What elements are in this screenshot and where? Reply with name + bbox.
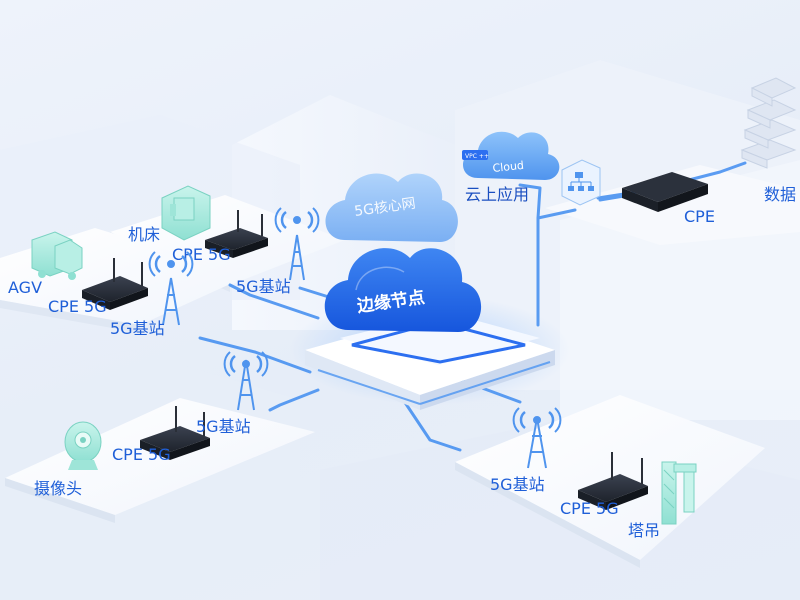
site-machine-tool: 机床 CPE 5G 5G基站	[128, 185, 320, 296]
network-links	[198, 161, 747, 452]
camera-base-station	[223, 351, 269, 411]
agv-cpe-device	[82, 258, 148, 310]
edge-node-cloud: 边缘节点	[324, 248, 482, 332]
machine-tool-icon	[161, 185, 211, 241]
agv-icon	[31, 231, 83, 280]
agv-base-station	[148, 251, 194, 326]
machine-device-label: 机床	[128, 225, 160, 244]
crane-base-station	[512, 407, 562, 469]
crane-cpe-label: CPE 5G	[560, 499, 619, 518]
public-cloud: VPC ++ Cloud 云上应用	[462, 131, 560, 204]
machine-bs-label: 5G基站	[236, 277, 291, 296]
core-network-cloud: 5G核心网	[325, 173, 458, 242]
app-hierarchy-icon	[561, 159, 601, 206]
agv-device-label: AGV	[8, 278, 42, 297]
camera-cpe-device	[140, 406, 210, 460]
crane-cpe-device	[578, 452, 648, 510]
crane-device-label: 塔吊	[628, 521, 660, 540]
cloud-label: Cloud	[492, 159, 525, 175]
machine-cpe-label: CPE 5G	[172, 245, 231, 264]
camera-bs-label: 5G基站	[196, 417, 251, 436]
site-crane: 5G基站 CPE 5G 塔吊	[490, 407, 697, 540]
vpc-badge	[462, 150, 488, 160]
data-label: 数据	[764, 185, 796, 204]
agv-cpe-label: CPE 5G	[48, 297, 107, 316]
site-agv: AGV CPE 5G 5G基站	[8, 231, 194, 338]
camera-cpe-label: CPE 5G	[112, 445, 171, 464]
machine-cpe-device	[205, 210, 268, 258]
data-server-stack: 数据	[740, 77, 797, 204]
cpe-top: CPE	[622, 172, 715, 226]
machine-base-station	[274, 207, 320, 281]
crane-bs-label: 5G基站	[490, 475, 545, 494]
vpc-badge-text: VPC ++	[465, 153, 489, 160]
camera-icon	[64, 421, 102, 470]
camera-device-label: 摄像头	[34, 479, 82, 498]
cpe-top-label: CPE	[684, 207, 715, 226]
crane-icon	[661, 461, 697, 525]
site-camera: 5G基站 CPE 5G 摄像头	[34, 351, 269, 498]
cloud-app-label: 云上应用	[465, 185, 529, 204]
agv-bs-label: 5G基站	[110, 319, 165, 338]
